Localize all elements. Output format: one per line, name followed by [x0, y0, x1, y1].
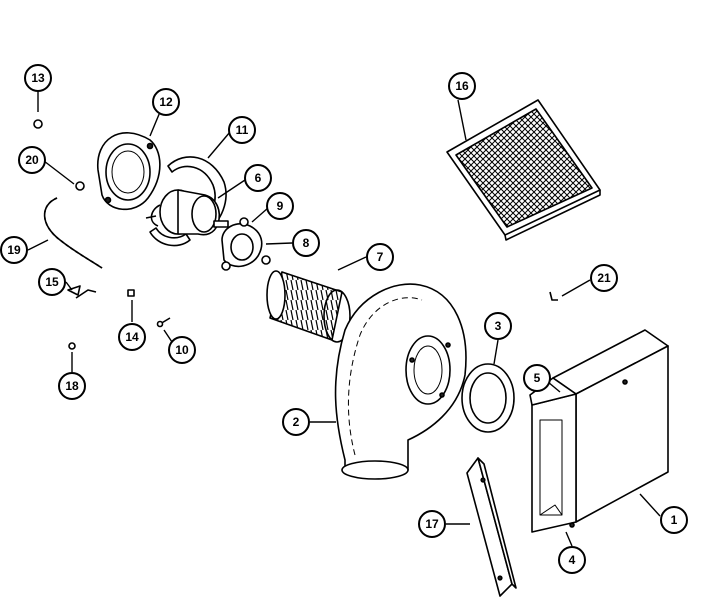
callout-20: 20: [18, 146, 46, 174]
leader-lines: [27, 90, 661, 547]
callout-6-label: 6: [255, 171, 262, 185]
callout-11: 11: [228, 116, 256, 144]
filter-part: [446, 99, 601, 241]
callout-3-label: 3: [495, 319, 502, 333]
callout-15: 15: [38, 268, 66, 296]
callout-12: 12: [152, 88, 180, 116]
callout-19: 19: [0, 236, 28, 264]
blower-housing-part: [334, 283, 467, 480]
callout-21: 21: [590, 264, 618, 292]
callout-5-label: 5: [534, 371, 541, 385]
callout-18-label: 18: [65, 379, 79, 393]
callout-16: 16: [448, 72, 476, 100]
callout-10-label: 10: [175, 343, 189, 357]
callout-21-label: 21: [597, 271, 611, 285]
callout-1-label: 1: [671, 513, 678, 527]
motor-part: [145, 189, 229, 236]
hardware-parts: [33, 119, 558, 350]
callout-5: 5: [523, 364, 551, 392]
callout-18: 18: [58, 372, 86, 400]
callout-12-label: 12: [159, 95, 173, 109]
callout-8: 8: [292, 229, 320, 257]
callout-10: 10: [168, 336, 196, 364]
duct-box-part: [529, 329, 669, 533]
gasket-part: [461, 363, 515, 433]
access-plate-part: [466, 457, 517, 597]
callout-9-label: 9: [277, 199, 284, 213]
callout-14: 14: [118, 323, 146, 351]
callout-15-label: 15: [45, 275, 59, 289]
motor-mount-ring-part: [97, 132, 161, 211]
callout-2-label: 2: [293, 415, 300, 429]
callout-17-label: 17: [425, 517, 439, 531]
callout-19-label: 19: [7, 243, 21, 257]
callout-7: 7: [366, 243, 394, 271]
callout-17: 17: [418, 510, 446, 538]
callout-20-label: 20: [25, 153, 39, 167]
motor-bracket-part: [221, 217, 271, 271]
callout-2: 2: [282, 408, 310, 436]
callout-9: 9: [266, 192, 294, 220]
wire-harness-part: [43, 197, 103, 269]
callout-14-label: 14: [125, 330, 139, 344]
callout-6: 6: [244, 164, 272, 192]
callout-13-label: 13: [31, 71, 45, 85]
callout-7-label: 7: [377, 250, 384, 264]
callout-16-label: 16: [455, 79, 469, 93]
blower-wheel-part: [266, 270, 351, 343]
callout-13: 13: [24, 64, 52, 92]
callout-11-label: 11: [236, 123, 249, 137]
callout-3: 3: [484, 312, 512, 340]
callout-4-label: 4: [569, 553, 576, 567]
callout-4: 4: [558, 546, 586, 574]
callout-1: 1: [660, 506, 688, 534]
callout-8-label: 8: [303, 236, 310, 250]
